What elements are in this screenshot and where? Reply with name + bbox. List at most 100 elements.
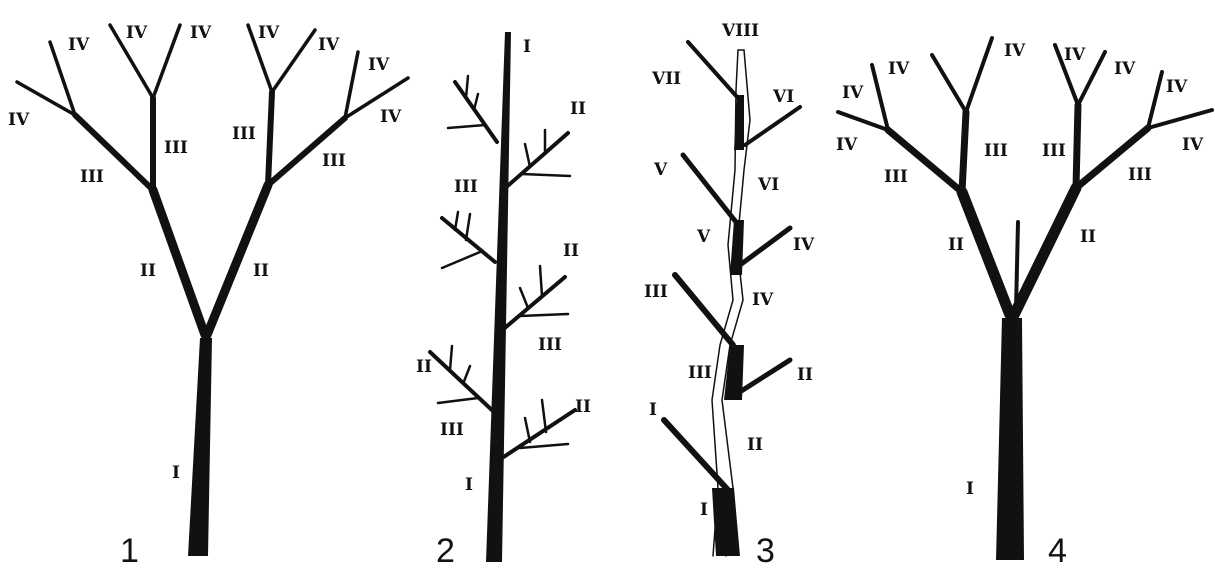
order-label: III	[232, 124, 256, 144]
order-label: I	[465, 475, 473, 495]
branch-3	[448, 344, 454, 372]
branch-4-a	[15, 80, 77, 117]
order-label: IV	[318, 35, 340, 55]
order-label: IV	[368, 55, 390, 75]
branch-3	[518, 312, 570, 318]
segment-V	[730, 220, 744, 275]
order-label: II	[797, 365, 813, 385]
order-label: IV	[68, 35, 90, 55]
panel-number-2: 2	[436, 532, 455, 570]
order-label: IV	[1114, 59, 1136, 79]
order-label: V	[653, 160, 668, 180]
order-label: II	[1080, 227, 1096, 247]
order-label: II	[416, 357, 432, 377]
branch-2	[440, 216, 497, 264]
branch-4-g	[1146, 70, 1164, 130]
branch-3	[520, 172, 572, 178]
panel-number-1: 1	[120, 532, 139, 570]
order-label: III	[884, 167, 908, 187]
branch-3	[464, 212, 472, 242]
order-label: II	[570, 99, 586, 119]
order-label: I	[523, 37, 531, 57]
axis-IV	[737, 225, 793, 268]
labels-panel-4: I II II III III III III IV IV IV IV IV I…	[836, 41, 1204, 499]
segment-I	[712, 488, 740, 556]
order-label: III	[322, 151, 346, 171]
order-label: IV	[1166, 77, 1188, 97]
branch-4-c	[108, 23, 155, 100]
branch-4-h	[343, 76, 410, 120]
branch-4-g	[343, 50, 360, 120]
axis-VI	[743, 105, 802, 147]
segment-III	[724, 345, 744, 400]
branch-2-left	[956, 186, 1016, 321]
order-label: II	[948, 235, 964, 255]
order-label: IV	[190, 23, 212, 43]
branch-3-right-inner	[1072, 101, 1082, 192]
branch-3	[523, 142, 532, 169]
branch-2	[453, 80, 499, 144]
order-label: III	[454, 177, 478, 197]
order-label: III	[538, 335, 562, 355]
branch-3	[518, 442, 570, 450]
order-label: III	[1042, 141, 1066, 161]
order-label: II	[253, 261, 269, 281]
branch-4-d	[964, 36, 994, 114]
branch-3-right-outer	[1072, 124, 1152, 192]
order-label: III	[984, 141, 1008, 161]
axis-VII	[686, 40, 740, 100]
branch-3	[472, 92, 480, 112]
order-label: IV	[793, 235, 815, 255]
branch-2-right	[1008, 182, 1082, 321]
branch-3	[538, 264, 544, 298]
order-label: VI	[772, 87, 794, 107]
branch-2	[498, 275, 567, 334]
order-label: V	[696, 227, 711, 247]
branch-4-d	[151, 23, 182, 100]
branch-3	[461, 364, 472, 386]
branch-2	[428, 350, 496, 414]
branch-4-e	[1053, 43, 1080, 107]
branch-4-e	[246, 23, 274, 94]
order-label: IV	[752, 290, 774, 310]
branch-3	[446, 123, 487, 130]
branch-4-f	[1076, 50, 1107, 107]
branch-3	[464, 74, 470, 100]
branch-4-b	[870, 63, 890, 132]
labels-panel-2: I I II II II II III III III	[416, 37, 591, 495]
branch-3-left-inner	[958, 108, 970, 196]
order-label: IV	[1064, 45, 1086, 65]
order-label: II	[140, 261, 156, 281]
order-label: I	[966, 479, 974, 499]
order-label: II	[575, 397, 591, 417]
branch-3-left-outer	[72, 112, 156, 193]
branch-2-right	[202, 180, 273, 340]
branch-3	[436, 396, 480, 405]
branch-4-a	[836, 110, 890, 132]
order-label: I	[172, 463, 180, 483]
branch-2	[497, 408, 577, 462]
branch-4-h	[1146, 108, 1214, 130]
order-label: IV	[8, 110, 30, 130]
order-label: IV	[1182, 135, 1204, 155]
branch-3	[523, 416, 532, 444]
branch-3-right-outer	[265, 115, 348, 188]
branch-3	[440, 250, 482, 270]
order-label: IV	[380, 107, 402, 127]
order-label: I	[700, 500, 708, 520]
branch-2-left	[148, 185, 210, 340]
branch-3-right-inner	[265, 89, 275, 188]
trunk-2	[486, 32, 511, 562]
branch-2	[501, 131, 570, 192]
axis-III	[672, 272, 736, 348]
segment-VII	[734, 95, 744, 150]
tree-panel-3	[661, 40, 802, 557]
order-label: VI	[757, 175, 779, 195]
branch-4-c	[930, 53, 968, 114]
branch-3-left-outer	[884, 126, 966, 196]
order-label: I	[649, 400, 657, 420]
order-label: IV	[842, 83, 864, 103]
labels-panel-3: VIII VII VI VI V V IV IV III III II II I…	[644, 21, 815, 520]
labels-panel-1: I II II III III III III IV IV IV IV IV I…	[8, 23, 402, 483]
